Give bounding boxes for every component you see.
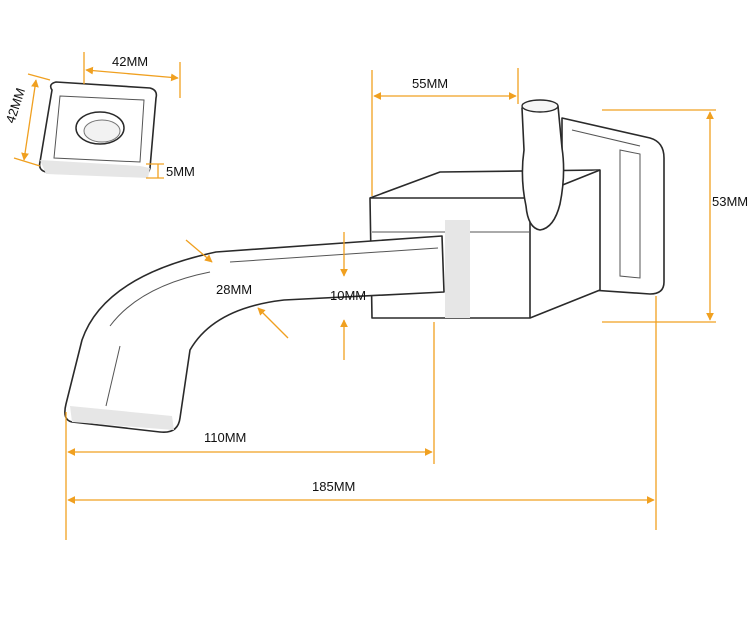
escutcheon-plate	[38, 81, 158, 178]
plate-thickness-dimension: 5MM	[146, 163, 195, 179]
spout-width-dimension: 28MM	[185, 239, 289, 339]
plate-thickness-label: 5MM	[166, 164, 195, 179]
body-height-label: 53MM	[712, 194, 748, 209]
spout-thickness-dimension: 10MM	[330, 232, 366, 360]
body-height-dimension: 53MM	[602, 109, 748, 323]
plate-height-label: 42MM	[3, 86, 28, 125]
plate-width-dimension: 42MM	[83, 52, 181, 98]
body-top-length-label: 55MM	[412, 76, 448, 91]
spout-thickness-label: 10MM	[330, 288, 366, 303]
body-top-length-dimension: 55MM	[371, 68, 519, 196]
spout-length-dimension: 110MM	[65, 322, 435, 540]
plate-width-label: 42MM	[112, 54, 148, 69]
faucet-drawing	[64, 99, 665, 434]
overall-length-dimension: 185MM	[67, 296, 657, 530]
spout-length-label: 110MM	[204, 430, 246, 445]
spout-width-label: 28MM	[216, 282, 252, 297]
overall-length-label: 185MM	[312, 479, 355, 494]
